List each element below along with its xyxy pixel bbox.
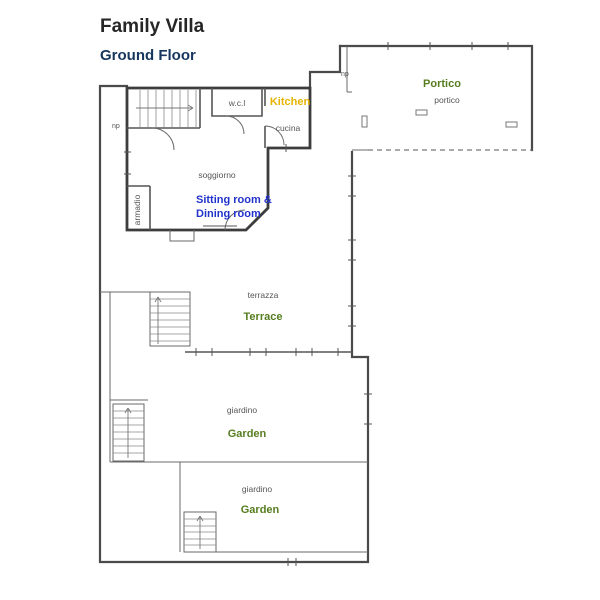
door-arc-kitchen: [264, 125, 285, 146]
bottom-boundary-ticks: [287, 558, 297, 566]
page-title: Family Villa: [100, 16, 205, 37]
kitchen-label-en: Kitchen: [270, 96, 311, 108]
stairs-arrow-garden: [124, 407, 132, 458]
garden-lower-label-it: giardino: [242, 484, 273, 494]
building-window-ticks: [124, 144, 287, 227]
kitchen-label-it: cucina: [276, 123, 301, 133]
portico-left-wall: [346, 46, 368, 151]
garden-mid-lines: [110, 399, 368, 463]
closet-walls: [127, 185, 151, 230]
portico-label-en: Portico: [423, 78, 461, 90]
armadio-label: armadio: [132, 194, 142, 225]
sitting-room-label-line1: Sitting room &: [196, 194, 272, 206]
interior-walls: [127, 88, 266, 148]
stairs-box-terrace: [149, 291, 191, 347]
portico-wall-ticks: [387, 42, 509, 50]
portico-column: [505, 121, 518, 128]
terrace-label-en: Terrace: [244, 311, 283, 323]
np-left-label: np: [112, 123, 120, 130]
door-arc-terrace: [224, 209, 246, 231]
portico-outline: [338, 44, 534, 152]
terrace-window-ticks: [195, 348, 339, 356]
portico-label-it: portico: [434, 95, 460, 105]
door-arc-wc: [225, 115, 245, 135]
stairs-hatch-top: [139, 90, 197, 127]
stairs-arrow-terrace: [154, 296, 162, 344]
garden-middle-label-en: Garden: [228, 428, 267, 440]
building-outer-walls: [125, 86, 312, 232]
np-right-label: np: [341, 71, 349, 78]
stairs-hatch-garden: [113, 410, 144, 454]
garden-right-wall-ticks: [364, 393, 372, 425]
building-step: [169, 230, 195, 242]
garden-middle-label-it: giardino: [227, 405, 258, 415]
stairs-arrow-lower: [196, 515, 204, 549]
garden-low-lines: [179, 462, 368, 553]
stairs-hatch-terrace: [150, 298, 190, 342]
terrace-right-wall-ticks: [348, 175, 356, 327]
outer-boundary: [98, 44, 370, 564]
stairs-arrow-top: [136, 104, 194, 112]
wc-label: w.c.l: [228, 98, 246, 108]
garden-lower-label-en: Garden: [241, 504, 280, 516]
terrace-label-it: terrazza: [248, 290, 279, 300]
door-arc-hall: [151, 127, 175, 151]
portico-column: [415, 109, 428, 116]
portico-column: [361, 115, 368, 128]
stairs-box-garden: [112, 403, 145, 462]
soggiorno-label: soggiorno: [198, 170, 236, 180]
page-subtitle: Ground Floor: [100, 47, 196, 64]
sitting-room-label-line2: Dining room: [196, 208, 261, 220]
